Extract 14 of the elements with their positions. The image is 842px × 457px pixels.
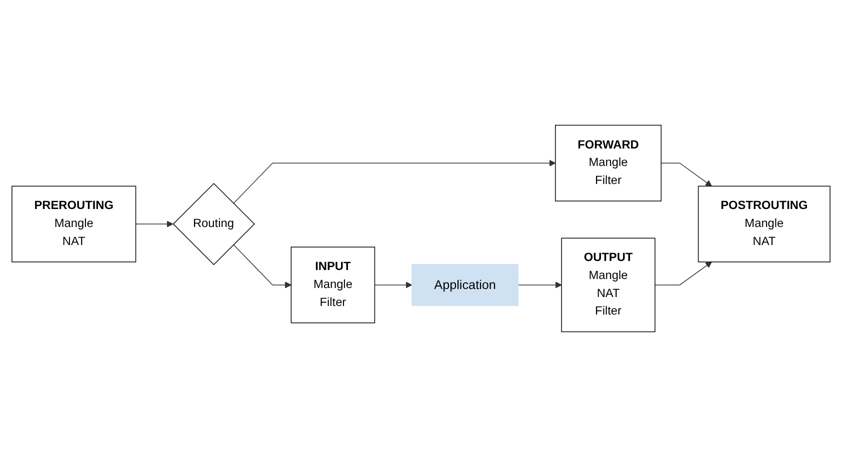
arrow (518, 282, 562, 288)
node-box: INPUT Mangle Filter (290, 246, 376, 324)
arrow (660, 162, 712, 186)
node-box: POSTROUTING Mangle NAT (698, 186, 830, 262)
arrow (233, 244, 292, 288)
arrow (374, 282, 412, 288)
arrow (233, 160, 556, 204)
node-box: Application (412, 264, 519, 306)
node-diamond: Routing (172, 182, 255, 266)
node-box: PREROUTING Mangle NAT (12, 186, 136, 262)
arrow (135, 220, 174, 228)
node-box: FORWARD Mangle Filter (555, 124, 662, 202)
arrow (654, 262, 712, 286)
node-box: OUTPUT Mangle NAT Filter (561, 238, 656, 332)
